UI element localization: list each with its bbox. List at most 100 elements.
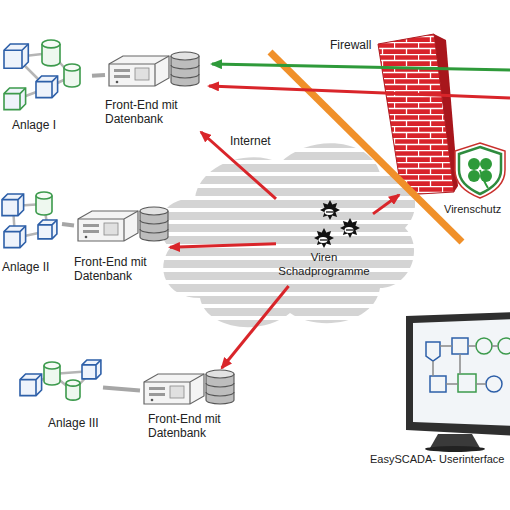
- drawing-part: [430, 376, 446, 392]
- cable-connector: [103, 387, 140, 390]
- drawing-part: [109, 56, 169, 86]
- node-label: Firewall: [330, 38, 371, 52]
- drawing-part: [149, 387, 165, 390]
- drawing-part: [314, 228, 334, 248]
- drawing-part: [116, 81, 119, 84]
- drawing-part: [206, 370, 234, 378]
- node-label: EasySCADA- Userinterface: [370, 452, 505, 466]
- drawing-part: [20, 374, 42, 396]
- drawing-part: [459, 147, 501, 194]
- drawing-part: [4, 226, 26, 248]
- drawing-part: [480, 170, 488, 188]
- drawing-part: [455, 143, 505, 198]
- allowed-traffic-arrow: [212, 64, 510, 70]
- drawing-part: [320, 239, 328, 240]
- internet-cloud: InternetViren Schadprogramme: [150, 128, 418, 343]
- attack-arrow: [170, 244, 276, 248]
- drawing-part: [413, 319, 510, 426]
- drawing-part: [326, 211, 334, 212]
- drawing-part: [78, 211, 138, 241]
- node-label: Front-End mit Datenbank: [105, 98, 195, 126]
- attack-arrow: [222, 286, 289, 368]
- node-label: Front-End mit Datenbank: [148, 412, 238, 440]
- drawing-part: [83, 224, 99, 227]
- drawing-part: [486, 376, 502, 392]
- frontend-server: Front-End mit Datenbank: [140, 368, 240, 446]
- drawing-part: [44, 362, 60, 369]
- frontend-server: Front-End mit Datenbank: [105, 50, 205, 132]
- drawing-part: [480, 158, 492, 170]
- malware-group: Viren Schadprogramme: [276, 198, 373, 286]
- drawing-part: [498, 338, 510, 354]
- monitor-screen-art: [368, 312, 510, 472]
- drawing-part: [458, 374, 476, 392]
- drawing-part: [320, 200, 340, 220]
- drawing-part: [144, 374, 204, 404]
- drawing-part: [406, 312, 510, 436]
- firewall-bar: [270, 52, 462, 242]
- drawing-part: [425, 446, 485, 452]
- monitor-screen: EasySCADA- Userinterface: [368, 312, 510, 472]
- drawing-part: [82, 360, 101, 379]
- blocked-traffic-arrow: [209, 86, 510, 98]
- drawing-part: [2, 194, 24, 216]
- drawing-part: [426, 342, 440, 361]
- drawing-part: [140, 220, 168, 233]
- drawing-part: [4, 226, 26, 248]
- drawing-part: [476, 338, 492, 354]
- frontend-server: Front-End mit Datenbank: [74, 205, 170, 293]
- drawing-part: [104, 223, 118, 235]
- drawing-part: [468, 158, 480, 170]
- drawing-part: [20, 374, 42, 396]
- drawing-part: [468, 170, 480, 182]
- drawing-part: [149, 393, 165, 396]
- drawing-part: [4, 44, 28, 68]
- internet-cloud-art: [150, 128, 418, 343]
- drawing-part: [433, 346, 498, 384]
- cable-connector: [92, 73, 105, 78]
- drawing-part: [4, 44, 28, 68]
- drawing-part: [4, 88, 26, 110]
- drawing-part: [206, 383, 234, 396]
- drawing-part: [345, 227, 354, 233]
- drawing-part: [426, 338, 510, 392]
- drawing-part: [340, 218, 360, 238]
- drawing-part: [140, 207, 168, 215]
- node-label: Front-End mit Datenbank: [74, 255, 164, 283]
- drawing-part: [85, 236, 88, 239]
- drawing-part: [452, 338, 468, 354]
- drawing-part: [170, 386, 184, 398]
- cable-connector: [62, 224, 74, 226]
- drawing-part: [325, 209, 334, 215]
- drawing-part: [135, 68, 149, 80]
- drawing-part: [151, 399, 154, 402]
- drawing-part: [42, 40, 60, 48]
- drawing-part: [38, 220, 57, 239]
- drawing-part: [144, 374, 204, 404]
- attack-arrow: [373, 195, 399, 214]
- drawing-part: [319, 237, 328, 243]
- drawing-part: [78, 211, 138, 241]
- attack-arrow: [201, 132, 276, 199]
- drawing-part: [36, 76, 58, 98]
- node-label: Internet: [230, 134, 271, 148]
- node-label: Viren Schadprogramme: [277, 250, 371, 278]
- drawing-part: [114, 75, 130, 78]
- drawing-part: [66, 380, 80, 386]
- plant-cluster: Anlage II: [0, 190, 62, 282]
- drawing-part: [36, 76, 58, 98]
- drawing-part: [38, 220, 57, 239]
- node-label: Anlage III: [48, 416, 99, 430]
- drawing-part: [171, 52, 199, 60]
- drawing-part: [64, 64, 80, 71]
- drawing-part: [36, 192, 52, 199]
- drawing-part: [82, 360, 101, 379]
- node-label: Anlage I: [12, 118, 56, 132]
- drawing-part: [4, 88, 26, 110]
- drawing-part: [114, 69, 130, 72]
- drawing-part: [346, 229, 354, 230]
- plant-cluster: Anlage III: [18, 358, 103, 438]
- node-label: Virenschutz: [444, 202, 501, 216]
- drawing-part: [430, 434, 480, 448]
